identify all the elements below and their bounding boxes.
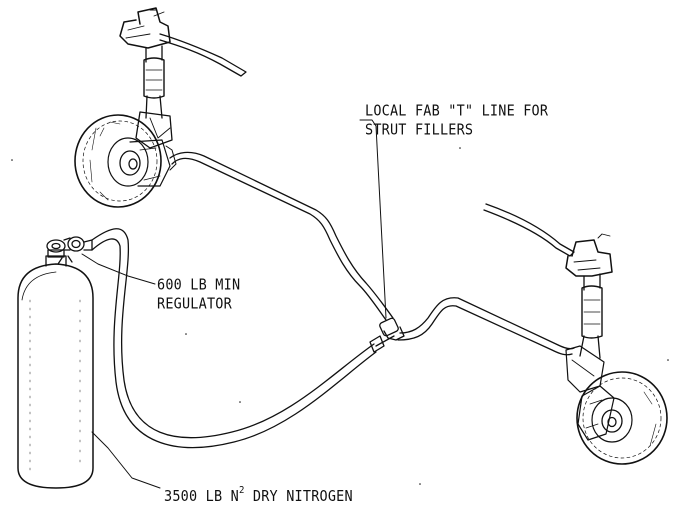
lower-landing-gear <box>483 203 668 465</box>
scan-specks <box>11 147 669 485</box>
nitrogen-label-prefix: 3500 LB N <box>164 487 239 506</box>
regulator-label-line-1: 600 LB MIN <box>157 276 241 294</box>
nitrogen-cylinder <box>17 249 94 489</box>
nitrogen-label-superscript: 2 <box>238 485 245 497</box>
tee-fitting <box>375 317 405 347</box>
nitrogen-label: 3500 LB N2 DRY NITROGEN <box>164 482 353 506</box>
nitrogen-label-suffix: DRY NITROGEN <box>244 487 353 506</box>
upper-landing-gear <box>74 7 247 208</box>
upper-strut-line <box>169 151 394 321</box>
regulator <box>46 236 93 265</box>
regulator-leader-line <box>81 253 156 285</box>
tee-leader-line <box>359 119 387 319</box>
lower-strut-line <box>397 297 575 356</box>
tee-line-label-line-1: LOCAL FAB "T" LINE FOR <box>365 102 549 120</box>
tee-line-label-line-2: STRUT FILLERS <box>365 121 474 139</box>
leader-lines <box>81 119 387 489</box>
regulator-label-line-2: REGULATOR <box>157 295 232 313</box>
nitrogen-leader-line <box>91 431 161 489</box>
supply-hose <box>91 228 385 449</box>
